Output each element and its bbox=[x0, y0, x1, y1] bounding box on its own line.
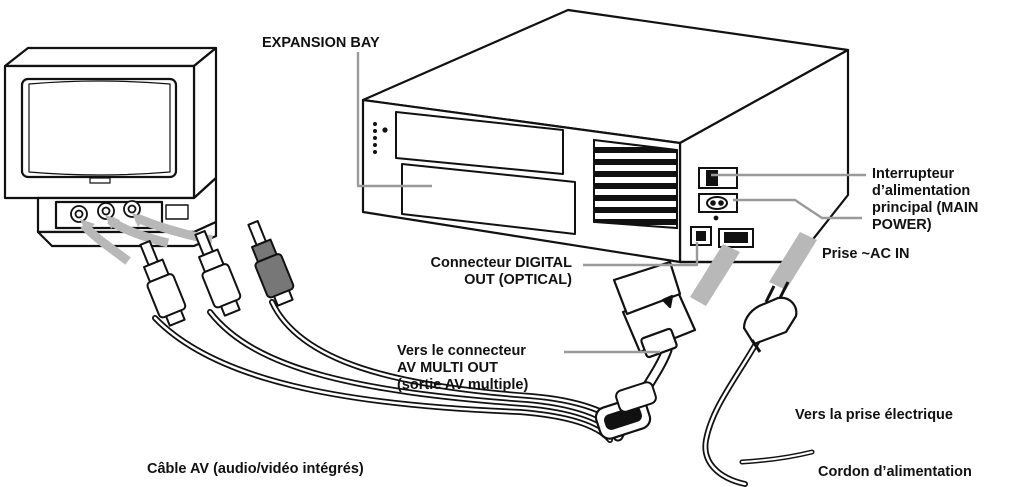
label-expansion-bay: EXPANSION BAY bbox=[262, 35, 380, 51]
leader-lines bbox=[356, 52, 866, 354]
label-av-multi-out: Vers le connecteur AV MULTI OUT (sortie … bbox=[397, 343, 528, 394]
label-main-power-switch: Interrupteur d’alimentation principal (M… bbox=[872, 166, 978, 234]
power-cord bbox=[702, 339, 815, 487]
leader-ac-in bbox=[733, 198, 862, 220]
power-cord-plug bbox=[742, 281, 798, 353]
label-digital-out-line-2: OUT (OPTICAL) bbox=[464, 272, 572, 288]
label-digital-out: Connecteur DIGITAL OUT (OPTICAL) bbox=[430, 255, 572, 289]
label-av-multi-out-line-1: Vers le connecteur bbox=[397, 343, 526, 359]
label-digital-out-line-1: Connecteur DIGITAL bbox=[430, 255, 572, 271]
label-av-cable: Câble AV (audio/vidéo intégrés) bbox=[147, 461, 364, 477]
av-multi-out-plug bbox=[612, 260, 697, 359]
tv-monitor bbox=[3, 46, 218, 248]
av-cable-ferrite bbox=[594, 381, 657, 440]
expansion-bay-slot bbox=[395, 111, 564, 175]
digital-out-port bbox=[690, 226, 712, 246]
av-multi-out-arrow bbox=[690, 244, 740, 306]
label-main-power-line-4: POWER) bbox=[872, 217, 932, 233]
label-av-multi-out-line-3: (sortie AV multiple) bbox=[397, 377, 529, 393]
label-main-power-line-2: d’alimentation bbox=[872, 183, 971, 199]
tv-av-inputs bbox=[70, 200, 141, 223]
ac-in-arrow bbox=[769, 232, 817, 290]
label-main-power-line-1: Interrupteur bbox=[872, 166, 955, 182]
console-side-dots bbox=[373, 122, 388, 154]
label-main-power-line-3: principal (MAIN bbox=[872, 200, 979, 216]
main-power-switch bbox=[698, 167, 738, 189]
leader-digital-out bbox=[583, 242, 699, 267]
rca-plugs bbox=[139, 220, 295, 327]
leader-expansion-bay bbox=[356, 52, 432, 188]
label-av-multi-out-line-2: AV MULTI OUT bbox=[397, 360, 498, 376]
label-to-outlet: Vers la prise électrique bbox=[795, 407, 953, 423]
console-vents bbox=[593, 138, 678, 230]
label-power-cord: Cordon d’alimentation bbox=[818, 464, 972, 480]
av-multi-out-port bbox=[718, 228, 754, 248]
ac-in-socket bbox=[698, 193, 738, 213]
expansion-bay-cover bbox=[401, 163, 576, 235]
label-ac-in: Prise ~AC IN bbox=[822, 246, 910, 262]
